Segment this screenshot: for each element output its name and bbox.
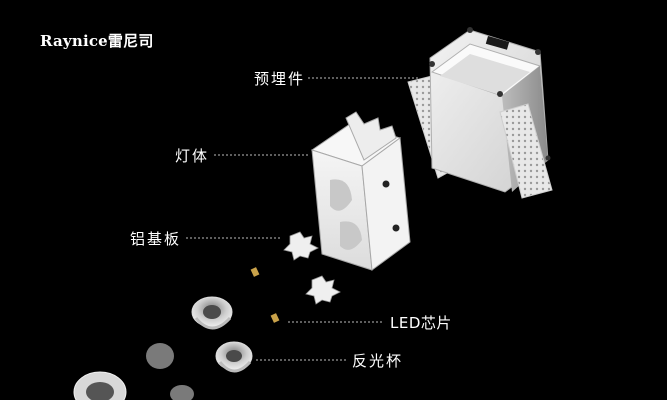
lamp-body-graphic — [310, 111, 411, 271]
label-lamp-body: 灯体 — [175, 147, 210, 165]
embedded-part-graphic — [407, 27, 553, 199]
aluminum-plate-graphic — [283, 231, 341, 305]
lens-graphic — [73, 343, 194, 400]
label-aluminum-plate: 铝基板 — [130, 230, 182, 248]
label-embedded-part: 预埋件 — [254, 70, 306, 88]
reflector-cup-graphic — [191, 296, 253, 373]
brand-logo: Raynice雷尼司 — [40, 32, 154, 50]
leader-lines — [186, 77, 418, 361]
label-led-chip: LED芯片 — [390, 314, 452, 332]
label-reflector-cup: 反光杯 — [352, 352, 404, 370]
led-chip-graphic — [250, 267, 280, 323]
